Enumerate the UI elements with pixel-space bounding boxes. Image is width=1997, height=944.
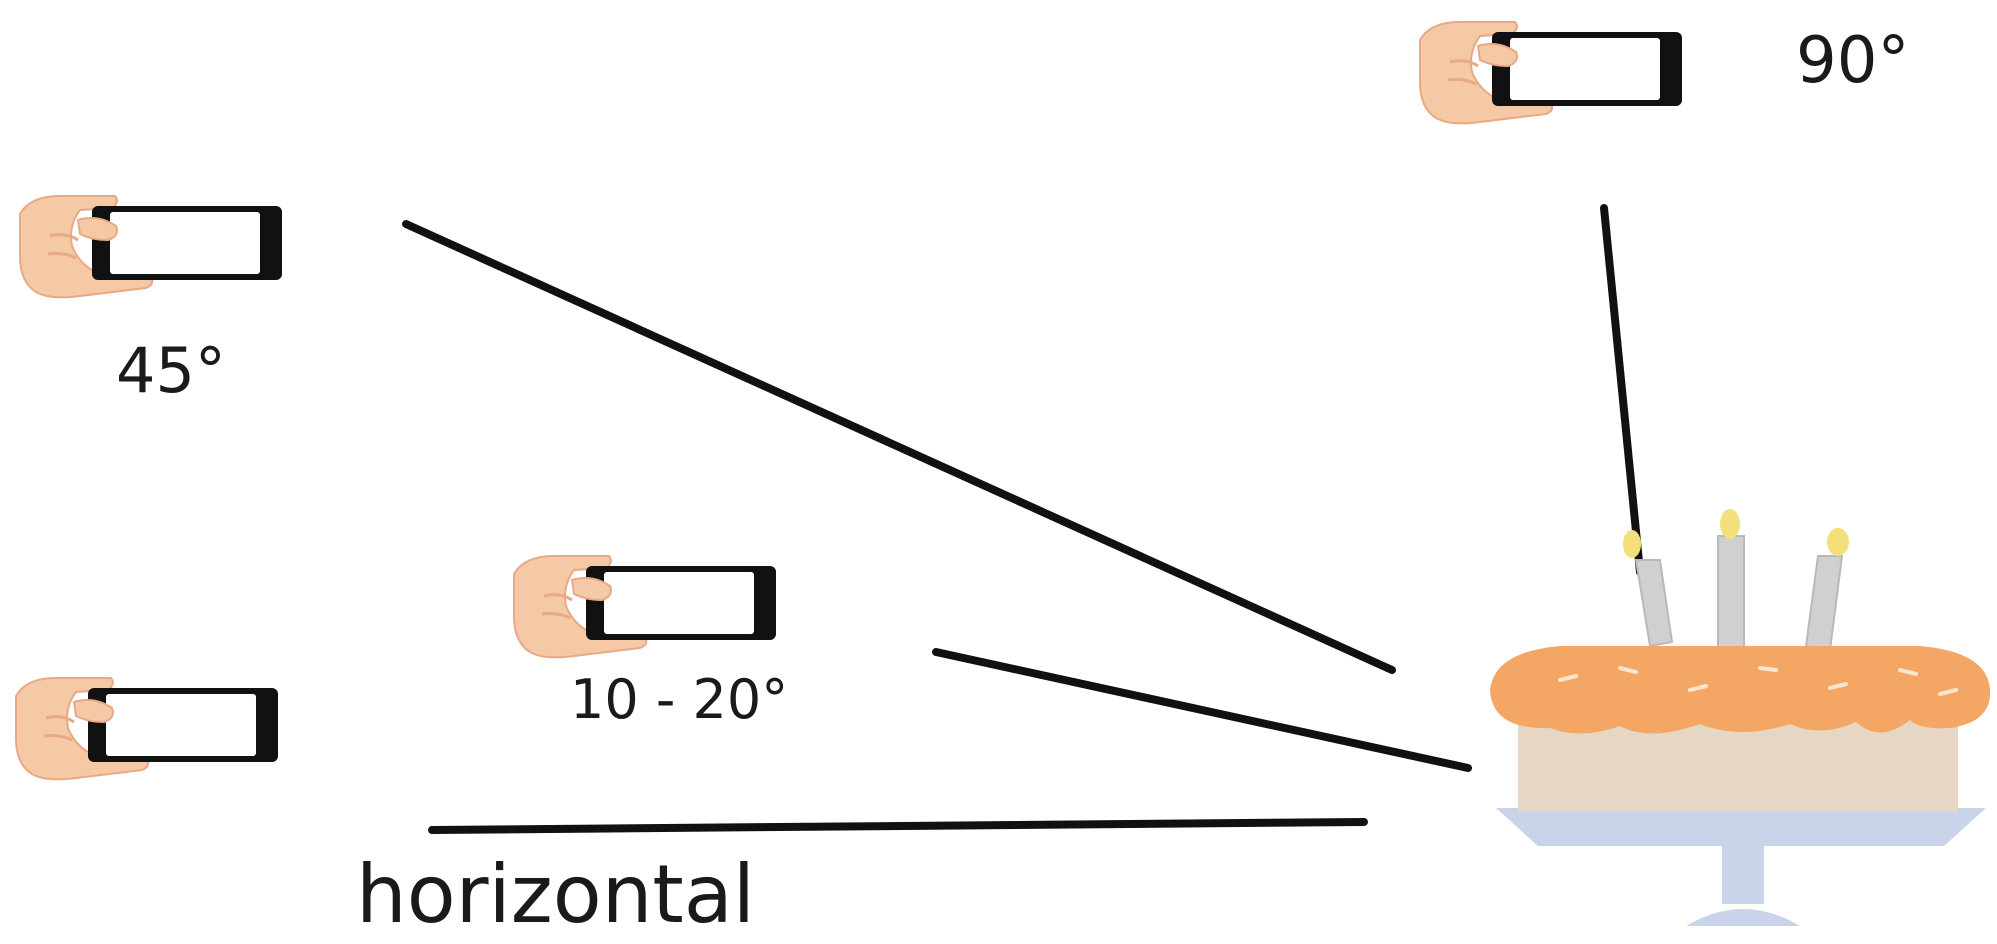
hand-phone-45-icon <box>18 194 284 299</box>
label-horizontal: horizontal <box>356 848 755 941</box>
hand-phone-horizontal-icon <box>14 676 280 781</box>
hand-phone-90-icon <box>1418 20 1684 125</box>
label-45: 45° <box>116 334 226 407</box>
label-10-20: 10 - 20° <box>570 668 788 731</box>
line-horizontal <box>428 818 1368 834</box>
line-10-20 <box>932 648 1472 772</box>
line-45 <box>402 220 1396 674</box>
line-90 <box>1600 204 1644 576</box>
birthday-cake-icon <box>1490 509 1991 926</box>
hand-phone-10-20-icon <box>512 554 778 659</box>
label-90: 90° <box>1796 24 1909 98</box>
